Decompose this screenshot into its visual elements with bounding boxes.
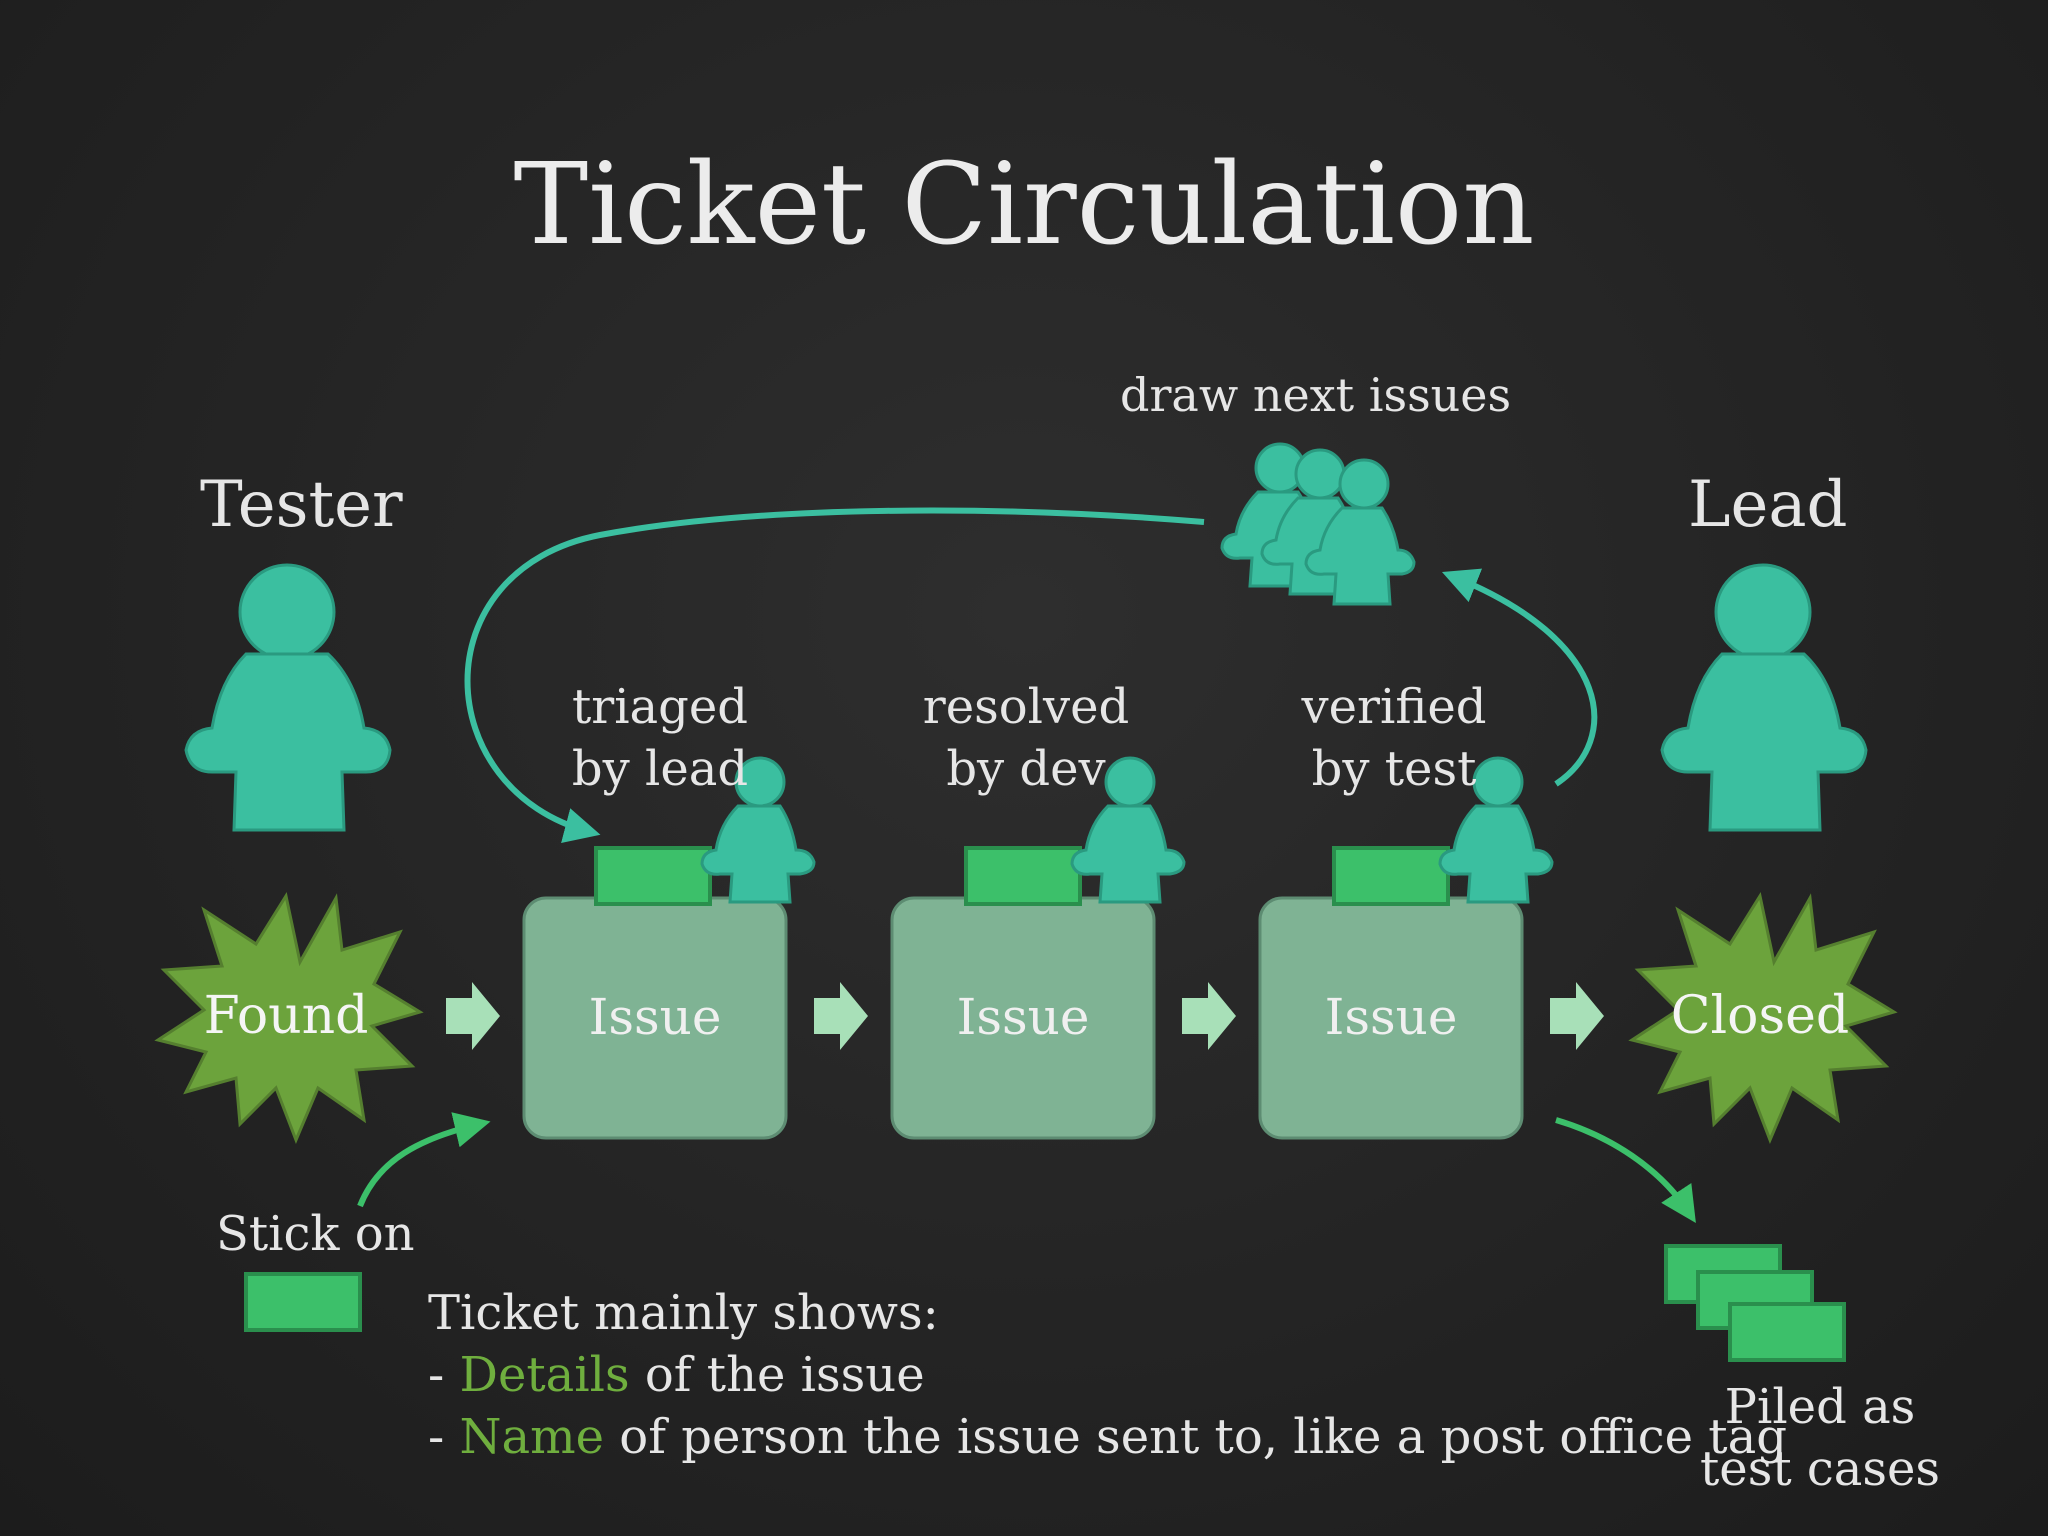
ticket-tag-1 [594,846,712,906]
ticket-info-heading: Ticket mainly shows: [428,1285,939,1341]
highlight-details: Details [459,1347,630,1403]
piled-label-line: Piled as [1724,1379,1916,1435]
flow-arrow-2 [814,982,868,1050]
ticket-info-rest: of person the issue sent to, like a post… [604,1409,1787,1465]
stage-label-line: by test [1311,741,1477,797]
issue-box-label: Issue [1324,988,1458,1046]
lead-small-person-icon [700,756,816,904]
highlight-name: Name [459,1409,605,1465]
test-small-person-icon [1438,756,1554,904]
stage-label-line: by dev [946,741,1106,797]
found-burst-shape [154,892,424,1145]
ticket-info-line: - Details of the issue [428,1344,1787,1406]
stick-on-ticket-icon [244,1272,362,1332]
flow-arrow-1 [446,982,500,1050]
issue-box-label: Issue [588,988,722,1046]
piled-label: Piled as test cases [1700,1376,1940,1500]
ticket-tag-2 [964,846,1082,906]
found-label: Found [203,986,369,1046]
return-curve-arrow [464,507,1205,843]
bullet-prefix: - [428,1347,460,1403]
stage-label-resolved: resolved by dev [876,676,1176,800]
ticket-info-line: - Name of person the issue sent to, like… [428,1406,1787,1468]
stage-label-line: verified [1301,679,1487,735]
lead-person-icon [1660,563,1868,832]
tester-person-icon [184,563,392,832]
flow-arrow-3 [1182,982,1236,1050]
draw-next-issues-label: draw next issues [1120,368,1512,422]
stick-on-arrow [357,1112,491,1208]
ticket-info-rest: of the issue [629,1347,925,1403]
lead-label: Lead [1688,468,1848,542]
stage-label-line: triaged [571,679,749,735]
stick-on-label: Stick on [216,1206,415,1262]
ticket-info-text: Ticket mainly shows: - Details of the is… [428,1282,1787,1468]
stage-label-line: by lead [571,741,749,797]
dev-small-person-icon [1070,756,1186,904]
ticket-tag-3 [1332,846,1450,906]
tester-label: Tester [200,468,403,542]
flow-arrow-4 [1550,982,1604,1050]
stage-label-line: resolved [922,679,1130,735]
piled-label-line: test cases [1700,1441,1941,1497]
stage-label-triaged: triaged by lead [510,676,810,800]
bullet-prefix: - [428,1409,460,1465]
group-people-icon [1220,442,1416,606]
closed-label: Closed [1670,986,1850,1046]
stage-label-verified: verified by test [1244,676,1544,800]
page-title: Ticket Circulation [513,140,1535,270]
piled-tickets-icon [1664,1244,1846,1362]
to-group-curve-arrow [1441,568,1598,787]
closed-burst-shape [1628,892,1898,1145]
piled-arrow [1555,1117,1696,1224]
issue-box-label: Issue [956,988,1090,1046]
